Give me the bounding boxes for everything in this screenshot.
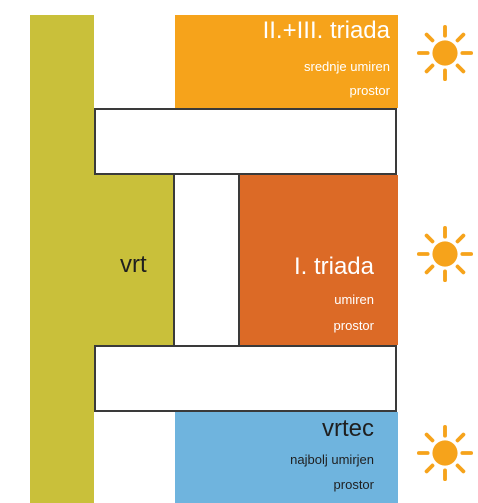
garden-label: vrt	[120, 251, 147, 278]
middle-zone-line1: umiren	[334, 292, 374, 307]
lower-zone-line2: prostor	[333, 477, 374, 492]
garden-area	[94, 175, 174, 345]
garden-strip	[30, 15, 94, 503]
corridor-lower	[94, 345, 397, 412]
middle-zone-line2: prostor	[333, 318, 374, 333]
connector-block	[173, 173, 240, 347]
kindergarten-zone	[175, 412, 398, 503]
sun-icon	[416, 424, 474, 482]
sun-icon	[416, 24, 474, 82]
corridor-upper	[94, 108, 397, 175]
lower-zone-title: vrtec	[321, 415, 374, 442]
lower-zone-line1: najbolj umirjen	[290, 452, 374, 467]
upper-zone-line1: srednje umiren	[304, 59, 390, 74]
upper-zone-title: II.+III. triada	[262, 17, 390, 44]
upper-zone-line2: prostor	[349, 83, 390, 98]
middle-zone-title: I. triada	[293, 253, 374, 280]
first-triad-zone	[240, 175, 398, 345]
upper-triad-zone	[175, 15, 398, 108]
sun-icon	[416, 225, 474, 283]
